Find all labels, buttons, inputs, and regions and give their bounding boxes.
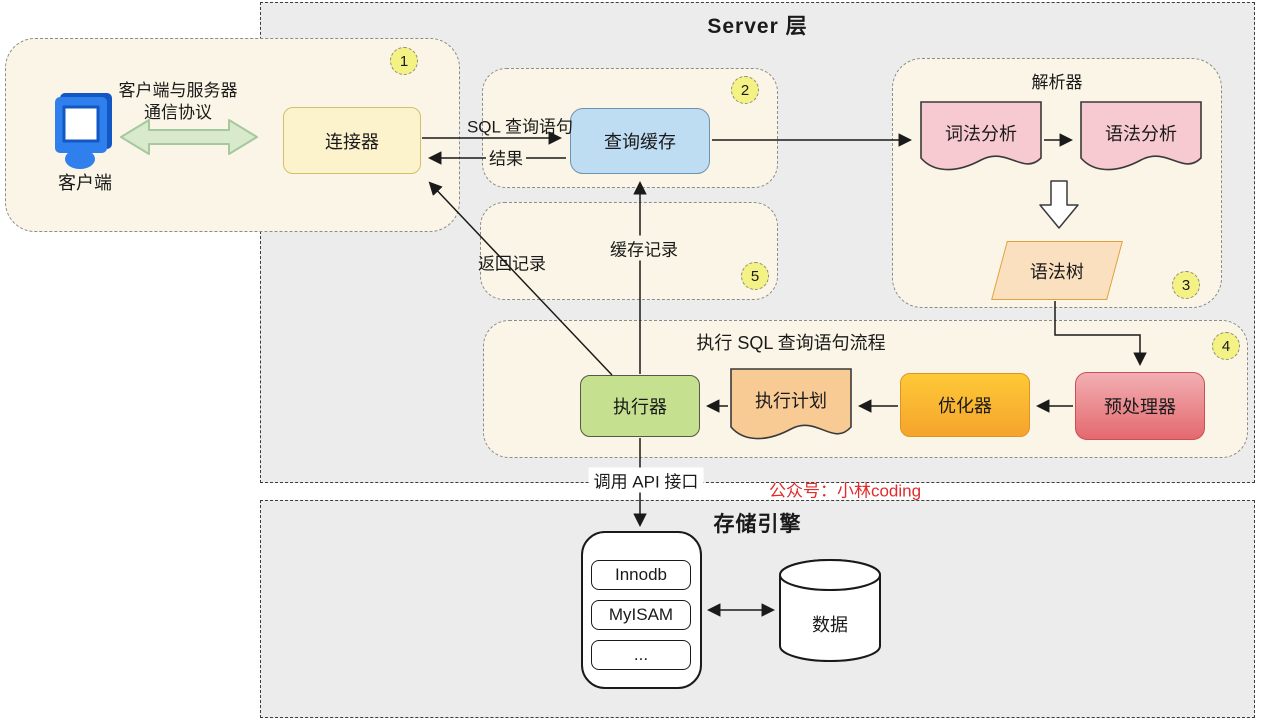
protocol-line1: 客户端与服务器: [118, 81, 238, 100]
sql-query-edge-label: SQL 查询语句: [466, 117, 574, 137]
optimizer-node: 优化器: [900, 373, 1030, 437]
connector-label: 连接器: [325, 131, 379, 152]
query-cache-node: 查询缓存: [570, 108, 710, 174]
engine-item-innodb: Innodb: [591, 560, 691, 590]
preprocessor-node: 预处理器: [1075, 372, 1205, 440]
step-badge-1: 1: [390, 47, 418, 75]
syntactic-analysis-label: 语法分析: [1105, 124, 1177, 144]
lexical-analysis-label: 词法分析: [945, 124, 1017, 144]
cache-record-label: 缓存记录: [605, 235, 683, 261]
syntax-tree-label: 语法树: [1030, 261, 1084, 282]
step-badge-2: 2: [731, 76, 759, 104]
client-label: 客户端: [58, 173, 112, 193]
watermark-text: 公众号：小林coding: [768, 481, 922, 501]
protocol-label: 客户端与服务器 通信协议: [98, 80, 258, 124]
server-layer-title: Server 层: [707, 15, 808, 38]
step-badge-3: 3: [1172, 271, 1200, 299]
executor-node: 执行器: [580, 375, 700, 437]
preprocessor-label: 预处理器: [1104, 397, 1176, 417]
query-cache-label: 查询缓存: [604, 132, 676, 152]
result-edge-label: 结果: [486, 144, 526, 170]
engine-item-others: ...: [591, 640, 691, 670]
engine-item-myisam: MyISAM: [591, 600, 691, 630]
storage-engine-layer-box: 存储引擎: [260, 500, 1255, 718]
executor-label: 执行器: [613, 397, 667, 417]
exec-flow-title: 执行 SQL 查询语句流程: [696, 333, 886, 353]
syntactic-analysis-doc: 语法分析: [1079, 100, 1203, 178]
execution-plan-doc: 执行计划: [729, 367, 853, 449]
parser-title: 解析器: [1031, 73, 1083, 92]
return-record-edge-label: 返回记录: [478, 254, 546, 274]
step-badge-4: 4: [1212, 332, 1240, 360]
document-shape-icon: [730, 368, 852, 440]
optimizer-label: 优化器: [938, 396, 992, 416]
syntax-tree-node: 语法树: [991, 241, 1123, 300]
data-store-cylinder: 数据: [779, 559, 881, 662]
lexical-analysis-doc: 词法分析: [919, 100, 1043, 178]
document-shape-icon: [920, 101, 1042, 171]
protocol-line2: 通信协议: [144, 103, 212, 122]
database-cylinder-icon: [779, 559, 881, 662]
client-computer-icon: [55, 93, 112, 169]
execution-plan-label: 执行计划: [755, 391, 827, 411]
document-shape-icon: [1080, 101, 1202, 171]
call-api-edge-label: 调用 API 接口: [588, 467, 704, 493]
data-store-label: 数据: [812, 615, 848, 635]
connector-node: 连接器: [283, 107, 421, 174]
storage-engine-title: 存储引擎: [713, 513, 802, 536]
step-badge-5: 5: [741, 262, 769, 290]
